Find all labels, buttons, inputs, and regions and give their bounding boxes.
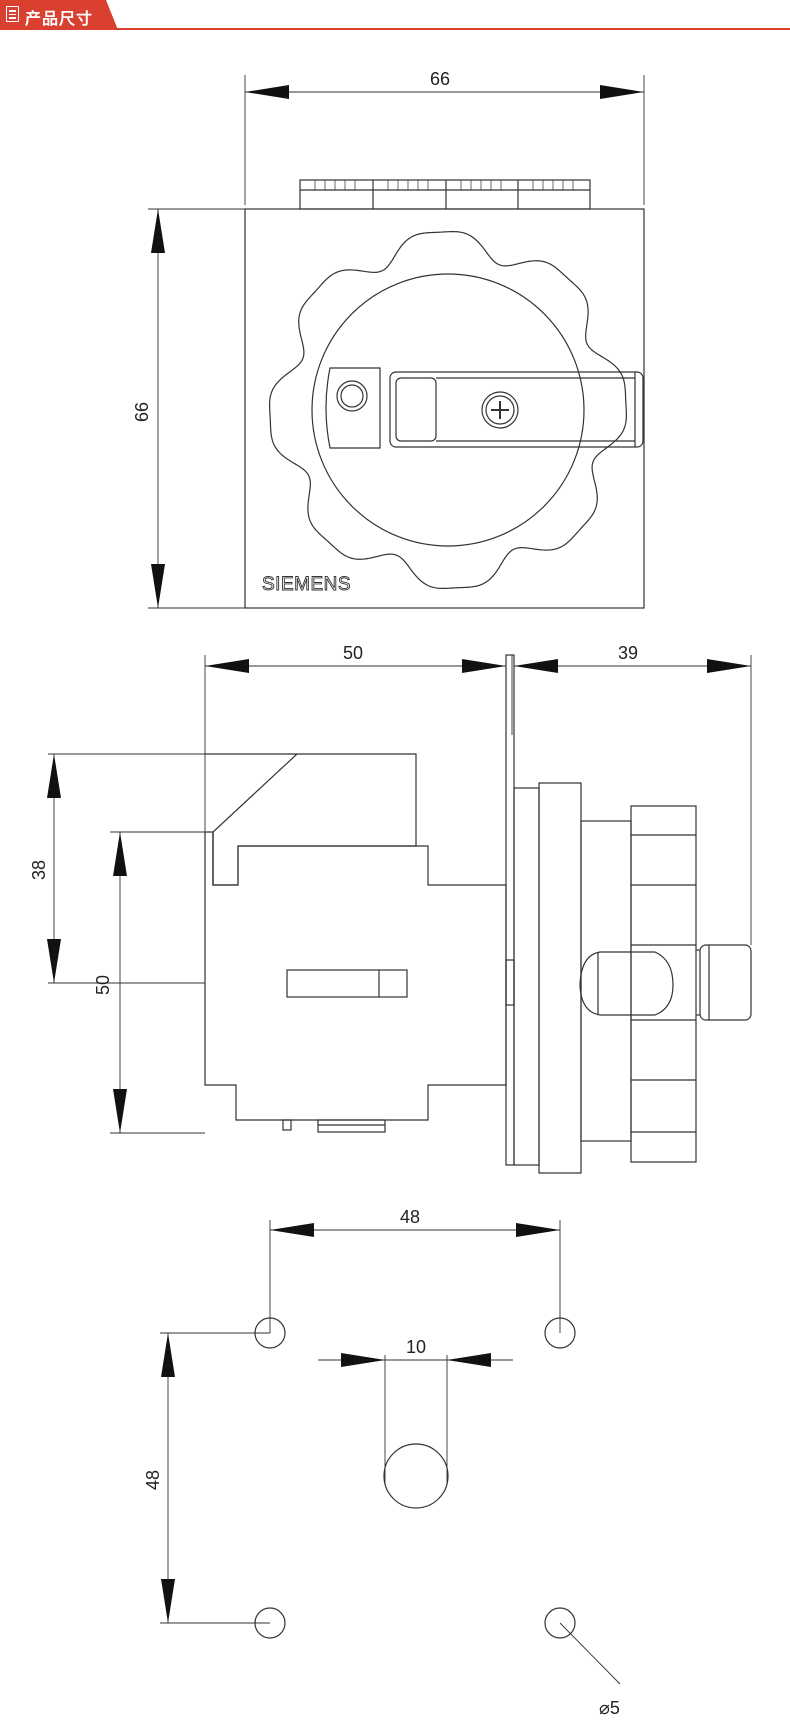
header-divider [0, 28, 790, 30]
front-width-label: 66 [430, 69, 450, 89]
switch-body [204, 831, 507, 1121]
shaft-hole [383, 1443, 449, 1509]
terminal-strip [299, 179, 591, 210]
section-title: 产品尺寸 [25, 11, 94, 28]
phillips-screw-icon [481, 391, 519, 429]
knob-ribs [630, 805, 697, 1163]
hole-diameter-label: ⌀5 [599, 1698, 620, 1718]
indicator-window [325, 367, 381, 449]
mounting-hole-bottom-left [254, 1607, 286, 1639]
lock-hole [336, 380, 368, 412]
side-indicator-slot [286, 969, 408, 998]
mounting-hole-bottom-right [544, 1607, 576, 1639]
front-view [148, 75, 645, 609]
body-height-label: 50 [93, 975, 113, 995]
knob-depth-label: 39 [618, 643, 638, 663]
upper-height-label: 38 [29, 860, 49, 880]
front-plate [538, 782, 582, 1174]
hole-spacing-y-label: 48 [143, 1470, 163, 1490]
mounting-hole-top-right [544, 1317, 576, 1349]
front-height-label: 66 [132, 402, 152, 422]
rotary-knob-outline [269, 231, 627, 589]
hole-spacing-x-label: 48 [400, 1207, 420, 1227]
shaft-width-label: 10 [406, 1337, 426, 1357]
knob-inner-circle [311, 273, 585, 547]
handle-end-cap [699, 944, 752, 1021]
hole-diameter-leader [559, 1622, 621, 1685]
mounting-view [160, 1220, 621, 1685]
document-icon [6, 6, 19, 22]
body-depth-label: 50 [343, 643, 363, 663]
switch-housing [244, 208, 645, 609]
switch-lever [205, 753, 417, 886]
header-tab-background [0, 0, 118, 30]
side-view [47, 654, 752, 1174]
mounting-panel [505, 654, 515, 1166]
knob-hub [580, 820, 632, 1142]
knob-handle [389, 371, 644, 448]
mounting-hole-top-left [254, 1317, 286, 1349]
brand-logo: SIEMENS [262, 574, 351, 595]
side-handle-grip [579, 951, 674, 1016]
